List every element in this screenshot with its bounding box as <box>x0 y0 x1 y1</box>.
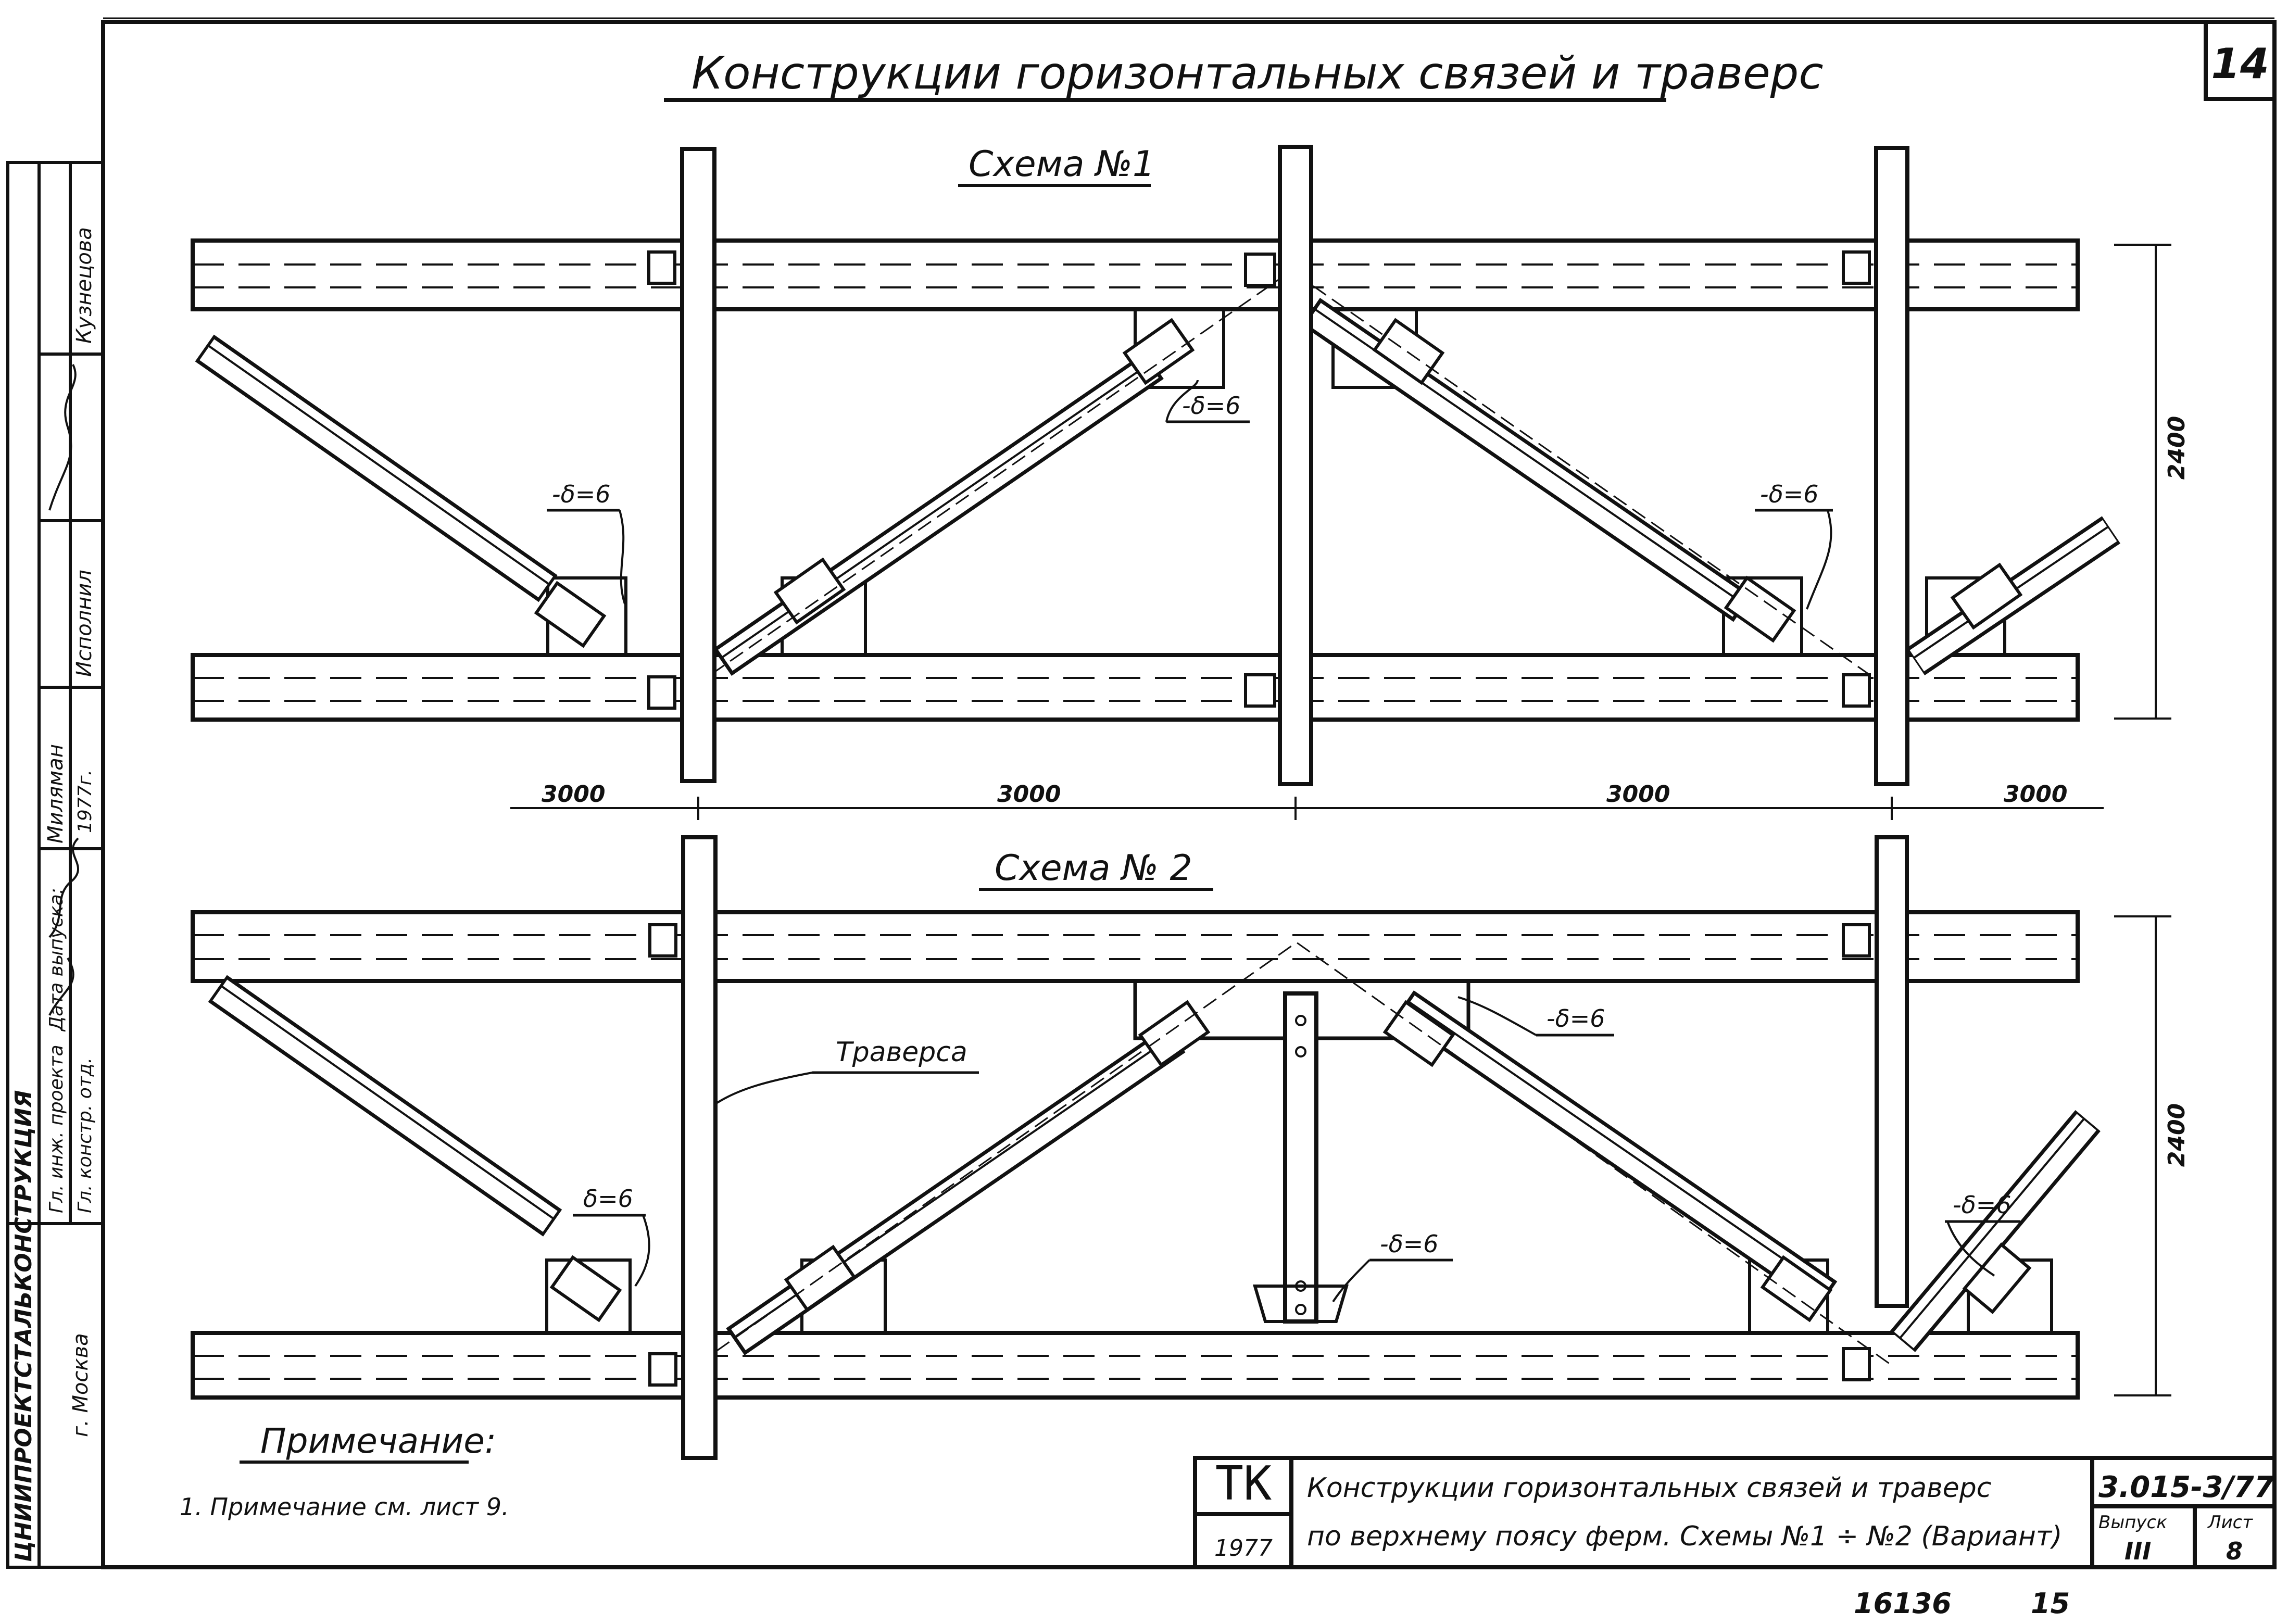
span-2: 3000 <box>997 781 1061 808</box>
s2-posts <box>681 835 1909 1460</box>
s2-plate-label-left: δ=6 <box>583 1185 633 1213</box>
side-stamp-role-2: Гл. констр. отд. <box>74 1058 96 1213</box>
s2-plate-label-center: -δ=6 <box>1380 1230 1439 1258</box>
side-stamp-name-1: Кузнецова <box>72 227 96 344</box>
title-block-description-2: по верхнему поясу ферм. Схемы №1 ÷ №2 (В… <box>1307 1521 2062 1552</box>
page-number: 15 <box>2031 1587 2070 1620</box>
span-dimension-line <box>510 797 2104 820</box>
sheet-border <box>101 20 2277 1569</box>
title-block-issue-label: Выпуск <box>2098 1512 2167 1533</box>
s1-plate-label-top-mid: -δ=6 <box>1182 392 1241 420</box>
side-stamp-name-2: Исполнил <box>72 570 96 677</box>
sheet-number: 14 <box>2211 40 2269 88</box>
archive-number: 16136 <box>1854 1587 1952 1620</box>
scheme2-label: Схема № 2 <box>995 848 1192 889</box>
s2-traverse-label: Траверса <box>836 1037 967 1068</box>
s1-bolt-pads <box>534 318 2023 648</box>
s2-height-dimension <box>2114 915 2171 1396</box>
s2-top-chord <box>191 910 2080 983</box>
title-block-sheet-label: Лист <box>2207 1512 2253 1533</box>
note-text: 1. Примечание см. лист 9. <box>180 1493 509 1521</box>
side-stamp-role-3: Дата выпуска: <box>46 888 67 1032</box>
s1-plate-label-right: -δ=6 <box>1760 480 1819 508</box>
note-heading: Примечание: <box>260 1421 496 1461</box>
s1-height-value: 2400 <box>2164 416 2190 480</box>
title-block-sheet-value: 8 <box>2226 1537 2243 1565</box>
page-title: Конструкции горизонтальных связей и трав… <box>692 47 1824 99</box>
side-stamp-city: г. Москва <box>69 1333 93 1437</box>
side-stamp-name-3: Миляман <box>44 744 68 844</box>
s1-plate-label-left: -δ=6 <box>552 480 611 508</box>
side-stamp-year: 1977г. <box>74 770 96 833</box>
title-block-issue-value: III <box>2124 1537 2151 1565</box>
title-block-description-1: Конструкции горизонтальных связей и трав… <box>1307 1472 1991 1504</box>
title-block <box>1193 1456 2277 1569</box>
side-stamp-role-1: Гл. инж. проекта <box>46 1044 67 1213</box>
title-block-series: 3.015-3/77 <box>2098 1470 2274 1504</box>
s2-center-lines <box>697 941 1891 1365</box>
scheme1-label: Схема №1 <box>969 144 1155 185</box>
s2-plate-label-top-right: -δ=6 <box>1547 1004 1605 1033</box>
s2-bottom-chord <box>191 1331 2080 1400</box>
side-stamp-text: ЦНИИПРОЕКТСТАЛЬКОНСТРУКЦИЯ г. Москва Гл.… <box>10 227 96 1562</box>
s1-bolt-brackets <box>647 250 1871 710</box>
sheet-number-box <box>2204 20 2277 101</box>
s1-height-dimension <box>2114 244 2171 720</box>
title-block-year: 1977 <box>1214 1535 1273 1562</box>
side-stamp-signatures <box>48 364 79 1016</box>
s2-center-post <box>1252 991 1349 1324</box>
s2-plate-label-right: -δ=6 <box>1953 1191 2012 1219</box>
title-block-code: ТК <box>1215 1456 1272 1511</box>
span-4: 3000 <box>2004 781 2067 808</box>
s2-height-value: 2400 <box>2164 1103 2190 1167</box>
s1-top-chord <box>191 238 2080 311</box>
s1-posts <box>680 145 1909 786</box>
side-stamp-frame <box>6 161 105 1569</box>
span-1: 3000 <box>542 781 605 808</box>
s2-bolt-brackets <box>648 923 1871 1387</box>
s1-center-lines <box>692 270 1888 688</box>
side-stamp-organization: ЦНИИПРОЕКТСТАЛЬКОНСТРУКЦИЯ <box>10 1090 37 1562</box>
s1-bottom-chord <box>191 653 2080 722</box>
span-3: 3000 <box>1606 781 1670 808</box>
